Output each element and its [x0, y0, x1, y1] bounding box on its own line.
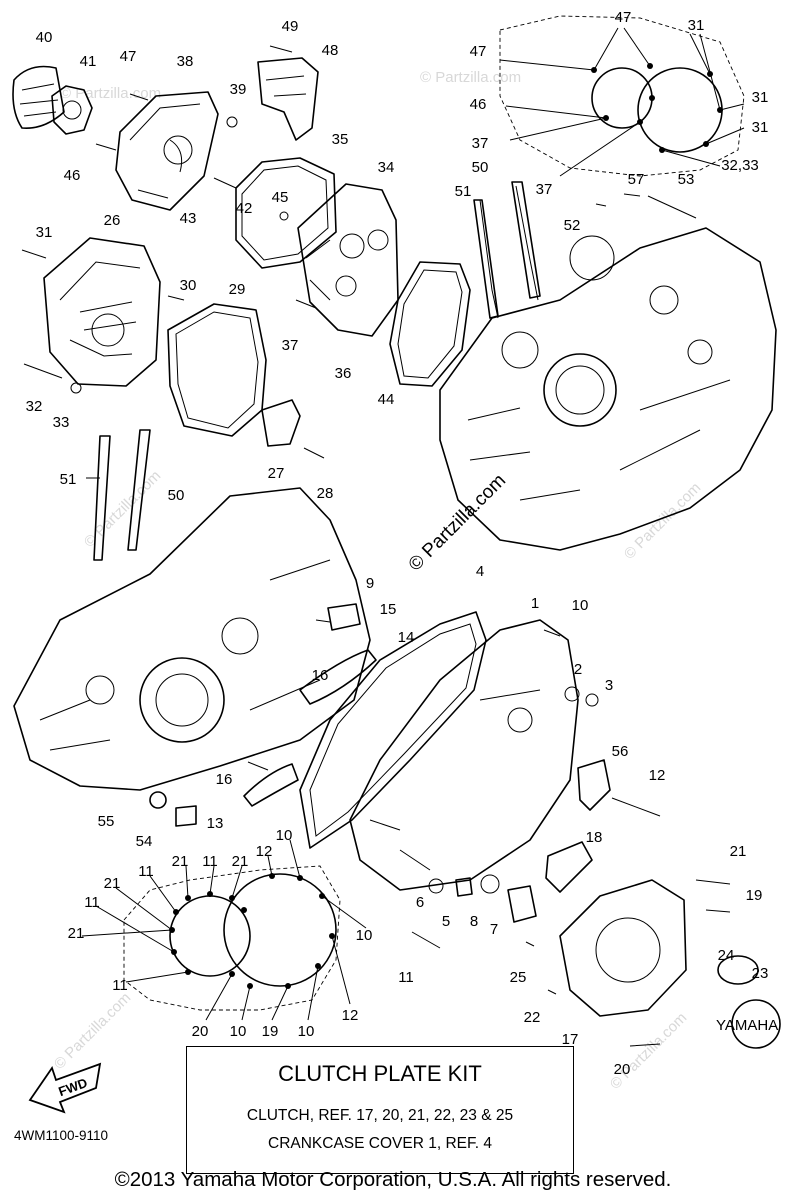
watermarks: © Partzilla.com © Partzilla.com © Partzi… [51, 69, 704, 1093]
cover-26 [21, 237, 185, 394]
bracket-27 [261, 399, 325, 459]
studs-50-51-right [473, 181, 697, 319]
catalog-code: 4WM1100-9110 [14, 1128, 109, 1143]
gasket-44 [389, 261, 471, 387]
small-parts-5-8 [411, 874, 537, 949]
watermark: © Partzilla.com [621, 479, 704, 562]
copyright-notice: ©2013 Yamaha Motor Corporation, U.S.A. A… [114, 1168, 672, 1191]
studs-50-51-left [86, 429, 151, 561]
watermark: © Partzilla.com [81, 467, 164, 550]
crankcase-outline-top [499, 15, 745, 177]
bracket-48 [257, 45, 319, 141]
yamaha-cap-logo: YAMAHA [716, 1017, 778, 1034]
cover-38 [12, 65, 238, 211]
gasket-35 [235, 157, 337, 269]
watermark: © Partzilla.com [607, 1009, 690, 1092]
clutch-plate-kit-box: CLUTCH PLATE KIT CLUTCH, REF. 17, 20, 21… [186, 1046, 574, 1174]
fwd-arrow-icon: FWD [28, 1062, 102, 1114]
crankcase-cover-1 [349, 619, 661, 891]
gasket-4 [299, 611, 487, 849]
gasket-29 [167, 303, 267, 437]
bolt-dots [169, 873, 335, 989]
small-parts-9-16 [149, 603, 377, 827]
crankcase-left [13, 487, 371, 791]
watermark: © Partzilla.com [420, 69, 521, 86]
kit-title: CLUTCH PLATE KIT [278, 1061, 482, 1086]
kit-line-clutch: CLUTCH, REF. 17, 20, 21, 22, 23 & 25 [246, 1107, 514, 1124]
main-watermark: © Partzilla.com [405, 470, 510, 575]
clutch-cover-17: YAMAHA [525, 841, 781, 1049]
cover-34 [295, 183, 399, 337]
kit-line-crankcase-cover: CRANKCASE COVER 1, REF. 4 [268, 1135, 492, 1152]
gasket-outline-bottom-left [81, 839, 367, 1021]
crankcase-right [439, 185, 777, 551]
bolt-dots [591, 63, 723, 153]
watermark: © Partzilla.com [60, 85, 161, 102]
